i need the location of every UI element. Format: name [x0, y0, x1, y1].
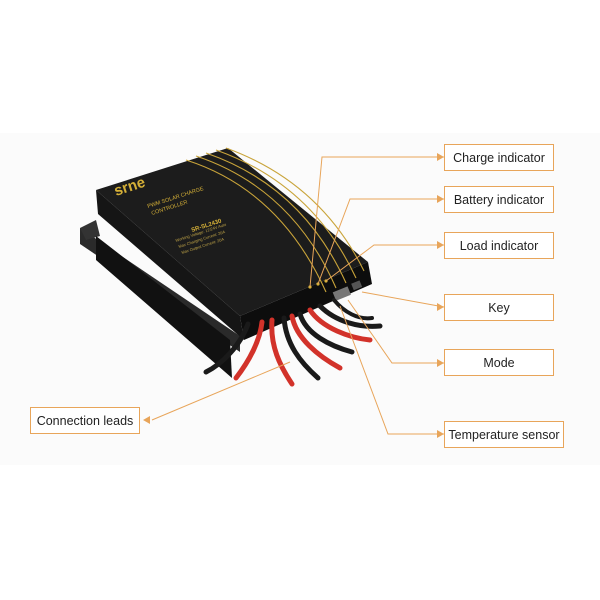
label-mode: Mode	[444, 349, 554, 376]
leader-conn	[151, 361, 291, 421]
side-fins	[96, 236, 232, 378]
indicator-window	[332, 286, 351, 301]
label-temperature-sensor: Temperature sensor	[444, 421, 564, 448]
leader-mode	[347, 299, 444, 364]
connection-leads	[203, 298, 383, 387]
label-load-indicator: Load indicator	[444, 232, 554, 259]
key-button	[351, 280, 363, 291]
leader-load	[325, 244, 444, 282]
controller-body-side	[96, 190, 244, 340]
leader-arrowheads	[143, 153, 444, 438]
label-charge-indicator: Charge indicator	[444, 144, 554, 171]
label-connection-leads: Connection leads	[30, 407, 140, 434]
leader-charge	[309, 156, 444, 288]
leader-lines	[151, 156, 445, 435]
leader-temp	[339, 305, 444, 435]
label-battery-indicator: Battery indicator	[444, 186, 554, 213]
label-key: Key	[444, 294, 554, 321]
controller-body-top	[96, 148, 368, 316]
gold-arcs	[185, 147, 365, 293]
leader-battery	[317, 198, 444, 285]
leader-key	[361, 291, 445, 308]
